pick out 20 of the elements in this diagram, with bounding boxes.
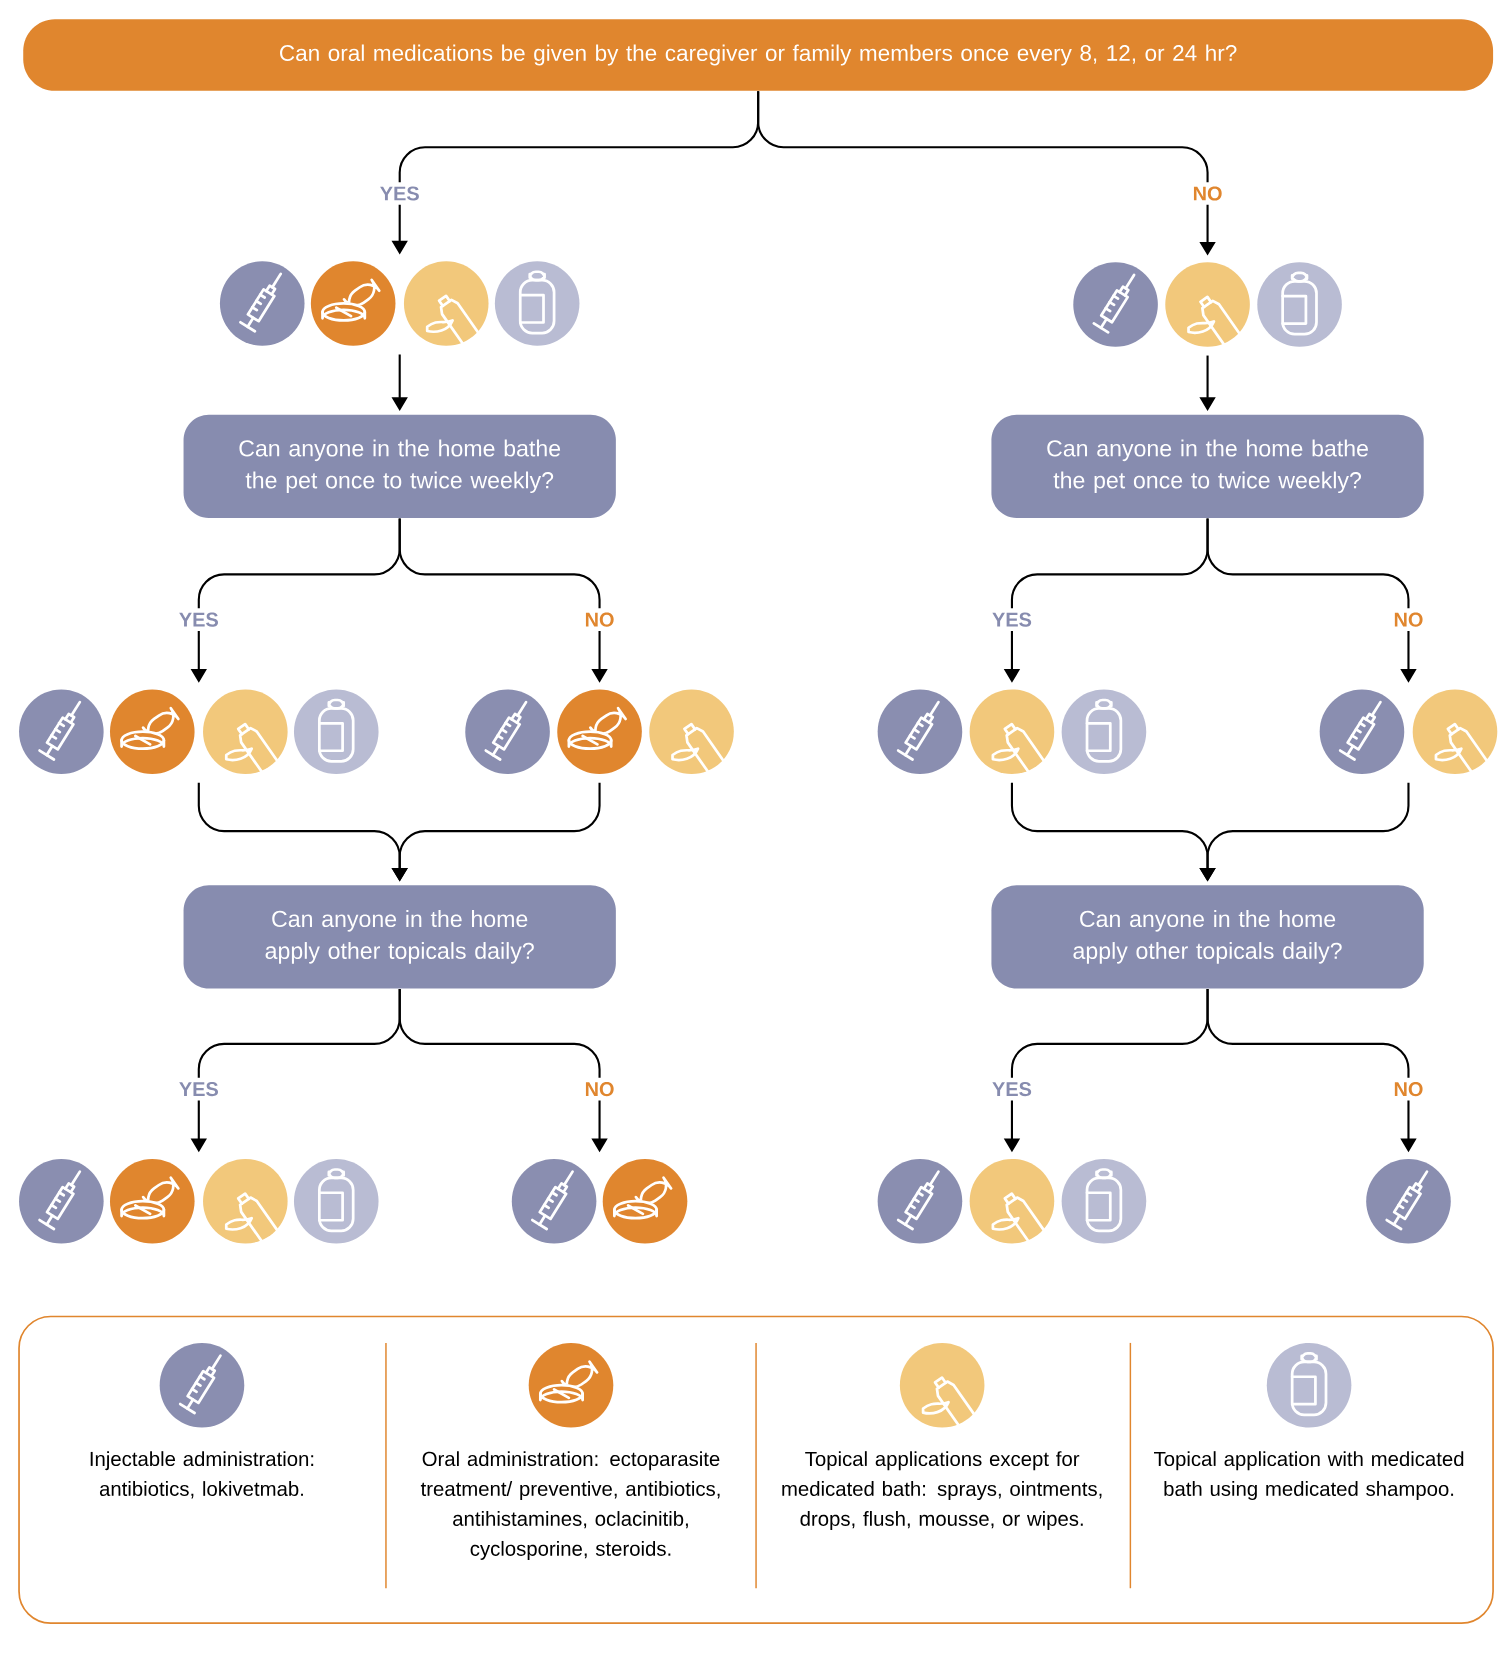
edge-label: NO bbox=[1389, 1077, 1428, 1101]
edge-label: YES bbox=[987, 1077, 1036, 1101]
syringe-icon bbox=[1365, 1158, 1451, 1244]
edge-label: NO bbox=[1188, 182, 1227, 205]
legend-text: Topical applications except for medicated bath: sprays, ointments, drops, flush, mousse, or wipes. bbox=[782, 1451, 1102, 1530]
question-box: Can anyone in the home bathe the pet once to twice weekly? bbox=[991, 414, 1424, 518]
question-bar: Can oral medications be given by the caregiver or family members once every 8, 12, or 24 hr? bbox=[23, 19, 1493, 91]
edge-label: NO bbox=[1389, 608, 1428, 631]
edge-label: YES bbox=[375, 182, 424, 205]
legend-text: Injectable administration: antibiotics, lokivetmab. bbox=[90, 1451, 313, 1499]
question-box: Can anyone in the home bathe the pet once to twice weekly? bbox=[183, 414, 616, 518]
question-box: Can anyone in the home apply other topicals daily? bbox=[183, 885, 616, 989]
edge-label: NO bbox=[580, 608, 619, 631]
legend-text: Oral administration: ectoparasite treatment/ preventive, antibiotics, antihistamines, oclacinitib, cyclosporine, steroids. bbox=[420, 1451, 720, 1560]
edge-label: NO bbox=[580, 1077, 619, 1101]
edge-label: YES bbox=[174, 608, 223, 631]
question-box: Can anyone in the home apply other topicals daily? bbox=[991, 885, 1424, 989]
edge-label: YES bbox=[987, 608, 1036, 631]
edge-label: YES bbox=[174, 1077, 223, 1101]
legend-text: Topical application with medicated bath using medicated shampoo. bbox=[1153, 1451, 1464, 1501]
